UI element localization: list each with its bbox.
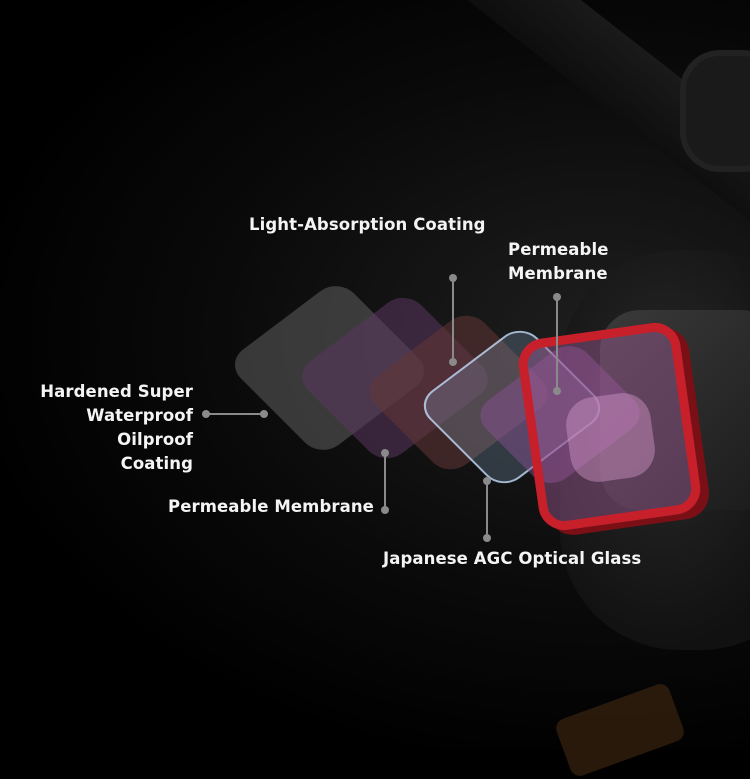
leader-line-light-absorption <box>452 278 454 362</box>
leader-line-agc-glass <box>486 481 488 538</box>
leader-dot <box>260 410 268 418</box>
leader-dot <box>553 387 561 395</box>
leader-dot <box>449 358 457 366</box>
camera-lens <box>562 389 659 486</box>
leader-dot <box>381 449 389 457</box>
label-hardened-coating: Hardened Super Waterproof Oilproof Coati… <box>40 380 193 476</box>
leader-dot <box>483 477 491 485</box>
drone-gimbal-housing <box>600 310 750 510</box>
label-light-absorption-coating: Light-Absorption Coating <box>249 215 486 234</box>
leader-dot <box>449 274 457 282</box>
label-line: Membrane <box>508 264 608 283</box>
label-agc-optical-glass: Japanese AGC Optical Glass <box>383 549 642 568</box>
leader-dot <box>483 534 491 542</box>
label-permeable-membrane-top: Permeable Membrane <box>508 238 609 286</box>
label-line: Permeable <box>508 240 609 259</box>
leader-line-permeable-bottom <box>384 453 386 510</box>
leader-line-permeable-top <box>556 297 558 391</box>
drone-propeller-mount <box>680 50 750 172</box>
leader-line-hardened <box>206 413 264 415</box>
leader-dot <box>553 293 561 301</box>
leader-dot <box>202 410 210 418</box>
label-line: Waterproof <box>86 406 193 425</box>
drone-landing-part <box>553 681 687 779</box>
label-line: Oilproof Coating <box>117 430 193 473</box>
leader-dot <box>381 506 389 514</box>
label-line: Hardened Super <box>40 382 193 401</box>
label-permeable-membrane-bottom: Permeable Membrane <box>168 497 374 516</box>
